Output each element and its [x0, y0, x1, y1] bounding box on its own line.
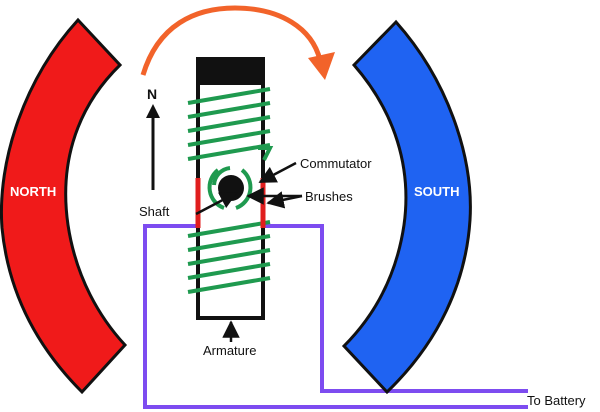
north-magnet-shape [0, 17, 128, 395]
armature-cap [196, 57, 265, 83]
armature-label: Armature [203, 343, 256, 358]
shaft [218, 175, 244, 201]
rotation-arrow-icon [140, 5, 335, 80]
armature-callout: Armature [203, 320, 256, 358]
shaft-label: Shaft [139, 204, 170, 219]
brushes-callout: Brushes [246, 187, 353, 209]
rotation-arc [140, 5, 323, 76]
south-magnet-shape [341, 19, 472, 395]
brushes-label: Brushes [305, 189, 353, 204]
battery-wire-inner [265, 224, 528, 393]
south-label: SOUTH [414, 184, 460, 199]
north-direction-arrow-icon: N [146, 86, 160, 190]
rotation-arrowhead [308, 52, 335, 80]
direction-label: N [147, 86, 157, 102]
commutator-callout: Commutator [258, 156, 372, 184]
battery-label: To Battery [527, 393, 586, 408]
shaft-callout: Shaft [139, 191, 238, 219]
north-magnet: NORTH [0, 17, 128, 395]
south-magnet: SOUTH [341, 19, 472, 395]
north-label: NORTH [10, 184, 56, 199]
upper-coil [187, 87, 274, 161]
lower-coil [187, 220, 271, 294]
armature [187, 57, 274, 320]
battery-wire-outer [143, 224, 528, 409]
commutator-label: Commutator [300, 156, 372, 171]
